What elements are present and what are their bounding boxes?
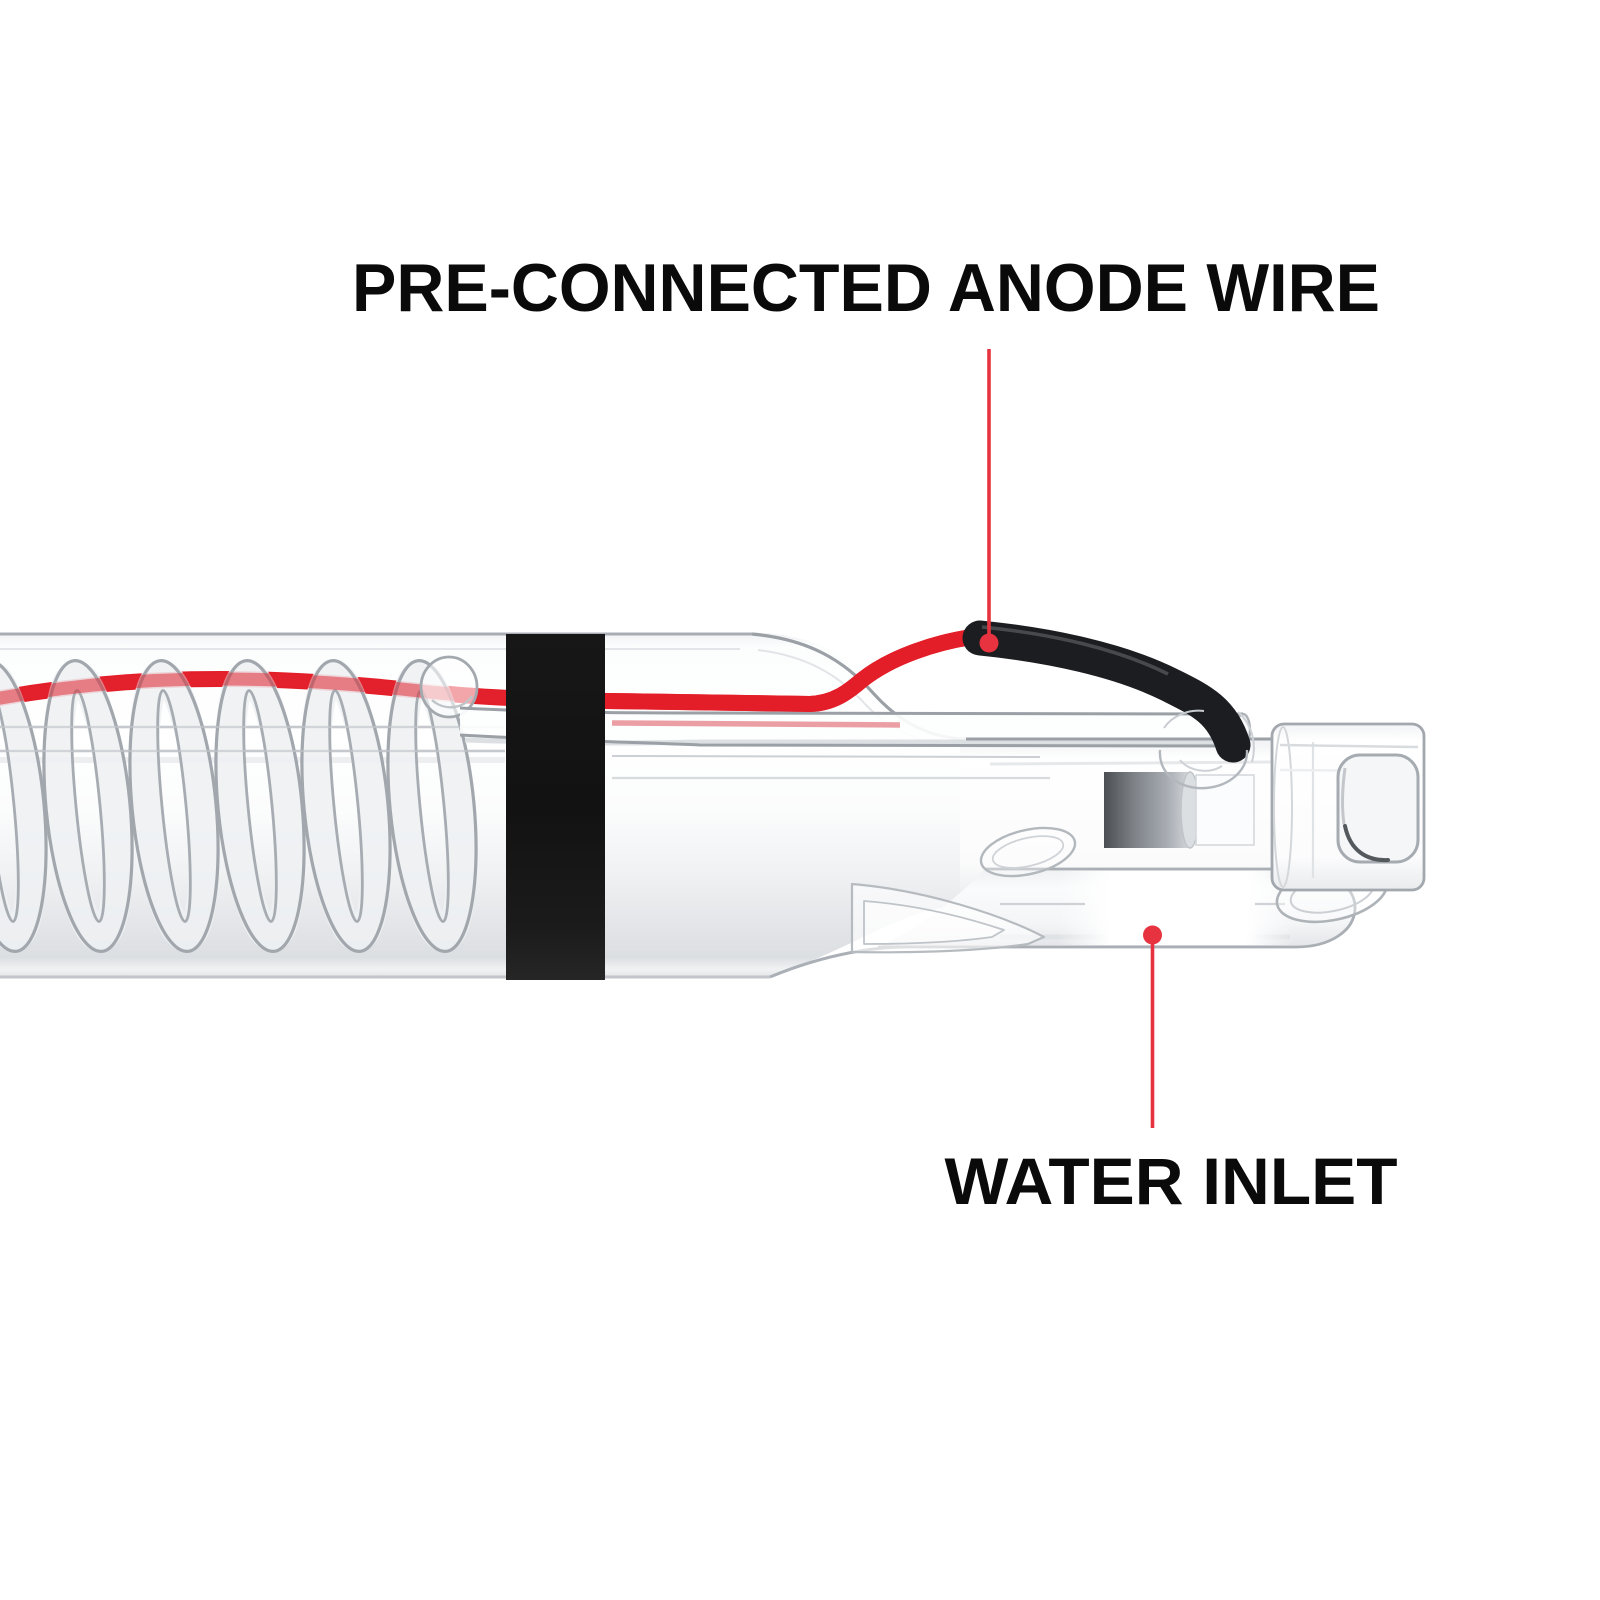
svg-text:WATER INLET: WATER INLET bbox=[945, 1144, 1398, 1218]
svg-text:PRE-CONNECTED ANODE WIRE: PRE-CONNECTED ANODE WIRE bbox=[352, 250, 1380, 326]
